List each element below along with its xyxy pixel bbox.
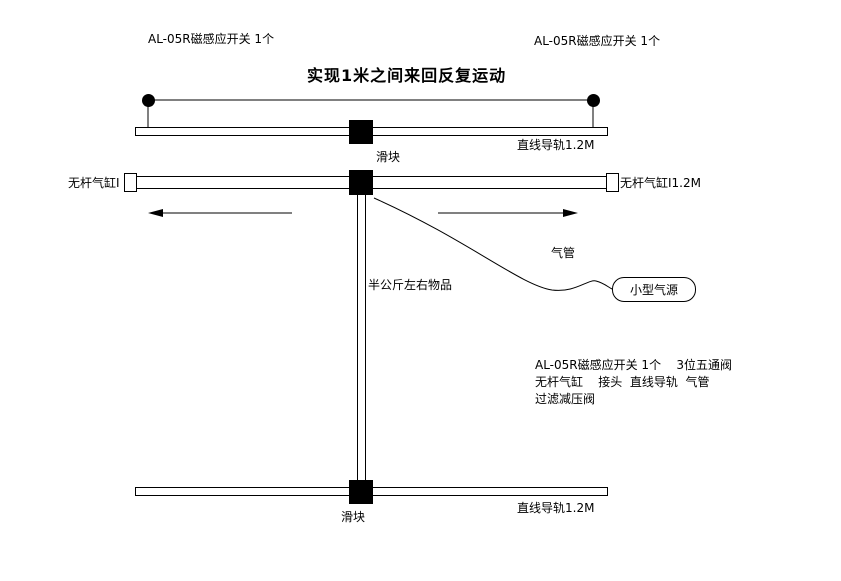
diagram-title: 实现1米之间来回反复运动 (307, 66, 507, 85)
top-slider-label: 滑块 (376, 150, 401, 164)
top-slider-block (349, 120, 373, 144)
cylinder-slider-block (349, 170, 373, 195)
air-source-capsule: 小型气源 (612, 277, 696, 302)
load-bar (357, 194, 366, 483)
bottom-slider-block (349, 480, 373, 504)
cylinder-right-label: 无杆气缸I1.2M (620, 176, 701, 190)
cylinder-endcap-right (606, 173, 619, 192)
air-source-label: 小型气源 (629, 283, 678, 297)
parts-list-line-2: 无杆气缸 接头 直线导轨 气管 (535, 375, 710, 389)
sensor-dot-left (142, 94, 155, 107)
top-rail-label: 直线导轨1.2M (517, 138, 595, 152)
sensor-dot-right (587, 94, 600, 107)
parts-list-line-3: 过滤减压阀 (535, 392, 596, 406)
sensor-right-label: AL-05R磁感应开关 1个 (534, 34, 661, 48)
bottom-rail-label: 直线导轨1.2M (517, 501, 595, 515)
load-label: 半公斤左右物品 (368, 278, 453, 292)
cylinder-endcap-left (124, 173, 137, 192)
sensor-left-label: AL-05R磁感应开关 1个 (148, 32, 275, 46)
motion-arrow-right-head (563, 209, 578, 217)
parts-list-line-1: AL-05R磁感应开关 1个 3位五通阀 (535, 358, 732, 372)
motion-arrow-left-head (148, 209, 163, 217)
cylinder-left-label: 无杆气缸I (68, 176, 120, 190)
air-tube-label: 气管 (551, 246, 576, 260)
air-tube-curve (373, 197, 613, 291)
bottom-slider-label: 滑块 (341, 510, 366, 524)
